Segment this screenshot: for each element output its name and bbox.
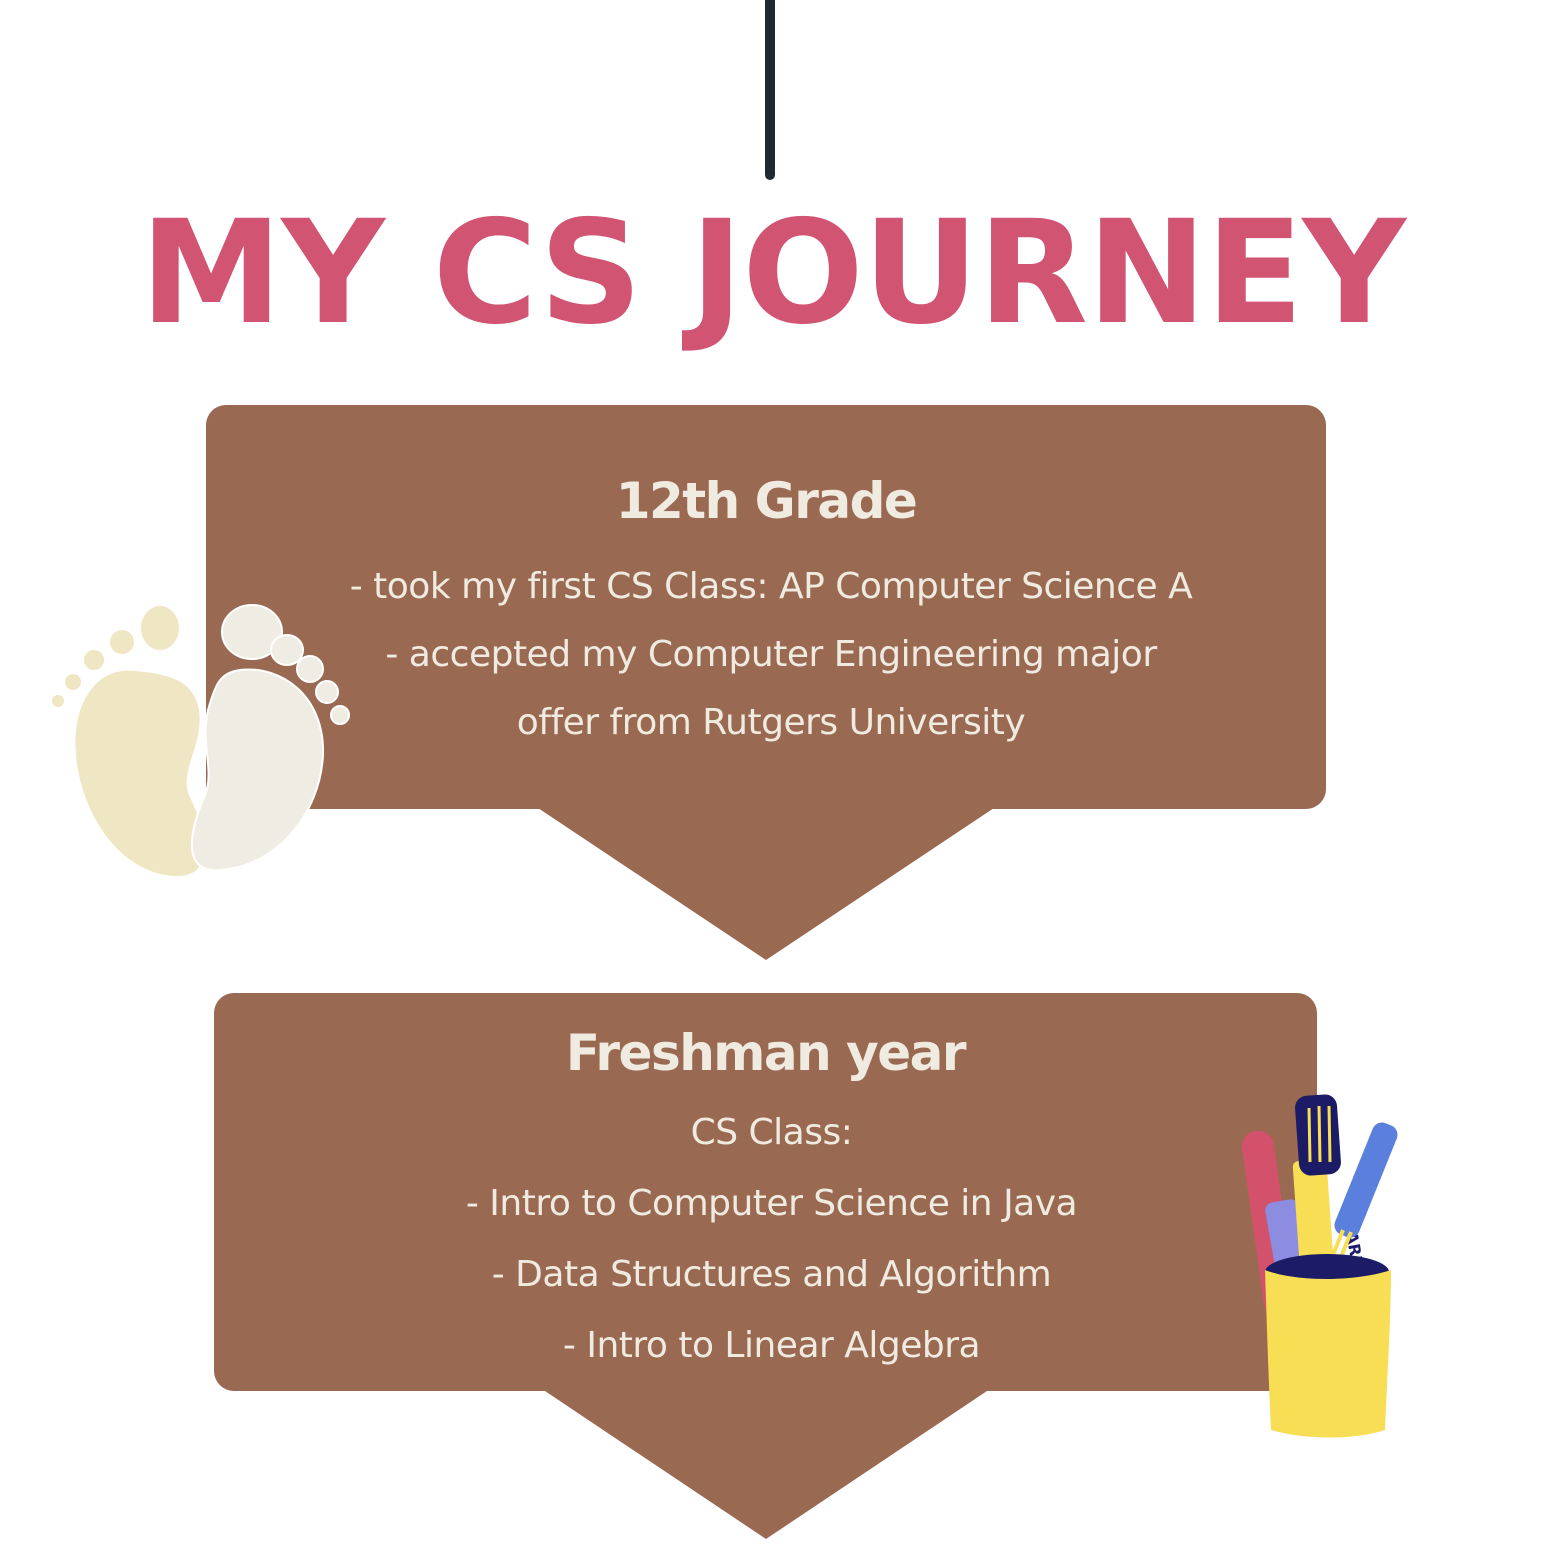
step-box-12th-grade: 12th Grade - took my first CS Class: AP … bbox=[206, 405, 1326, 809]
pen-cup-icon: MARK bbox=[1242, 1094, 1398, 1438]
step-box-freshman-year: Freshman year CS Class: - Intro to Compu… bbox=[214, 993, 1317, 1391]
baby-footprints-icon bbox=[50, 604, 350, 879]
left-foot-icon bbox=[50, 604, 207, 879]
step-heading: Freshman year bbox=[565, 1024, 967, 1082]
page-title: MY CS JOURNEY bbox=[140, 189, 1406, 356]
step-line: offer from Rutgers University bbox=[516, 702, 1026, 743]
step-line: - Intro to Computer Science in Java bbox=[465, 1183, 1078, 1224]
step-line: - took my first CS Class: AP Computer Sc… bbox=[349, 566, 1193, 607]
step-line: - Intro to Linear Algebra bbox=[562, 1325, 981, 1366]
step-line: - Data Structures and Algorithm bbox=[491, 1254, 1052, 1295]
down-arrow-icon bbox=[538, 808, 994, 960]
step-line: - accepted my Computer Engineering major bbox=[385, 634, 1157, 675]
step-heading: 12th Grade bbox=[615, 472, 918, 530]
connector-line bbox=[765, 0, 775, 180]
step-line: CS Class: bbox=[690, 1112, 853, 1153]
down-arrow-icon bbox=[542, 1389, 990, 1539]
right-foot-icon bbox=[190, 604, 350, 872]
